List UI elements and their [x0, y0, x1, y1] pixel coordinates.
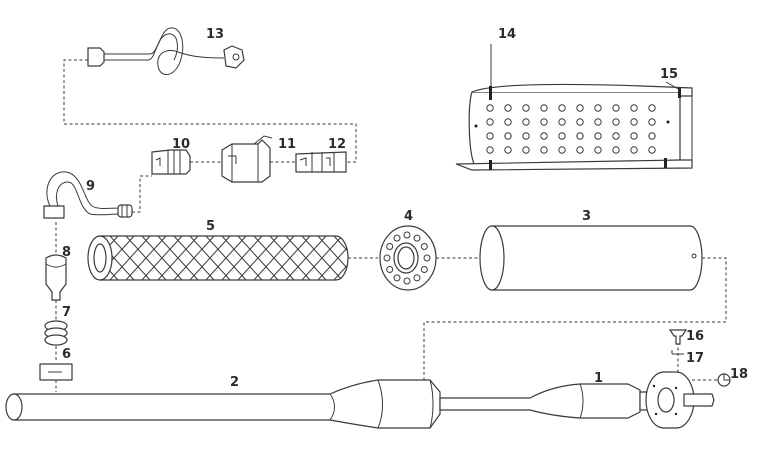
part-number-labels: 1 2 3 4 5 6 7 8 9 10 11 12 13 14 15 16 1… — [62, 27, 748, 390]
part-11-valve-body — [221, 135, 273, 183]
leader-15 — [665, 81, 681, 91]
label-10: 10 — [172, 137, 190, 152]
part-17-washer — [671, 350, 684, 355]
part-12-coupling — [295, 151, 347, 173]
dashed-connectors — [55, 59, 727, 392]
part-4-perforated-ring — [379, 225, 437, 291]
part-16-screw — [668, 329, 688, 345]
label-4: 4 — [404, 209, 413, 224]
label-16: 16 — [686, 329, 704, 344]
part-8-plug — [45, 254, 67, 301]
label-2: 2 — [230, 375, 239, 390]
part-15-perforated-panel — [455, 83, 693, 171]
part-5-mesh-tube — [87, 235, 349, 281]
label-17: 17 — [686, 351, 704, 366]
label-8: 8 — [62, 245, 71, 260]
label-12: 12 — [328, 137, 346, 152]
part-9-bent-tube — [43, 171, 133, 219]
label-11: 11 — [278, 137, 296, 152]
label-18: 18 — [730, 367, 748, 382]
part-2-main-tube — [5, 379, 441, 429]
part-7-spring — [44, 320, 68, 346]
part-3-cylinder — [479, 225, 703, 291]
part-10-fitting — [151, 149, 191, 175]
part-1-shaft — [439, 371, 715, 429]
label-3: 3 — [582, 209, 591, 224]
label-7: 7 — [62, 305, 71, 320]
label-6: 6 — [62, 347, 71, 362]
label-1: 1 — [594, 371, 603, 386]
label-14: 14 — [498, 27, 516, 42]
label-13: 13 — [206, 27, 224, 42]
label-9: 9 — [86, 179, 95, 194]
part-13-flex-line — [87, 27, 245, 75]
label-15: 15 — [660, 67, 678, 82]
label-5: 5 — [206, 219, 215, 234]
part-6-clip — [39, 363, 73, 381]
part-18-nut — [717, 373, 731, 387]
